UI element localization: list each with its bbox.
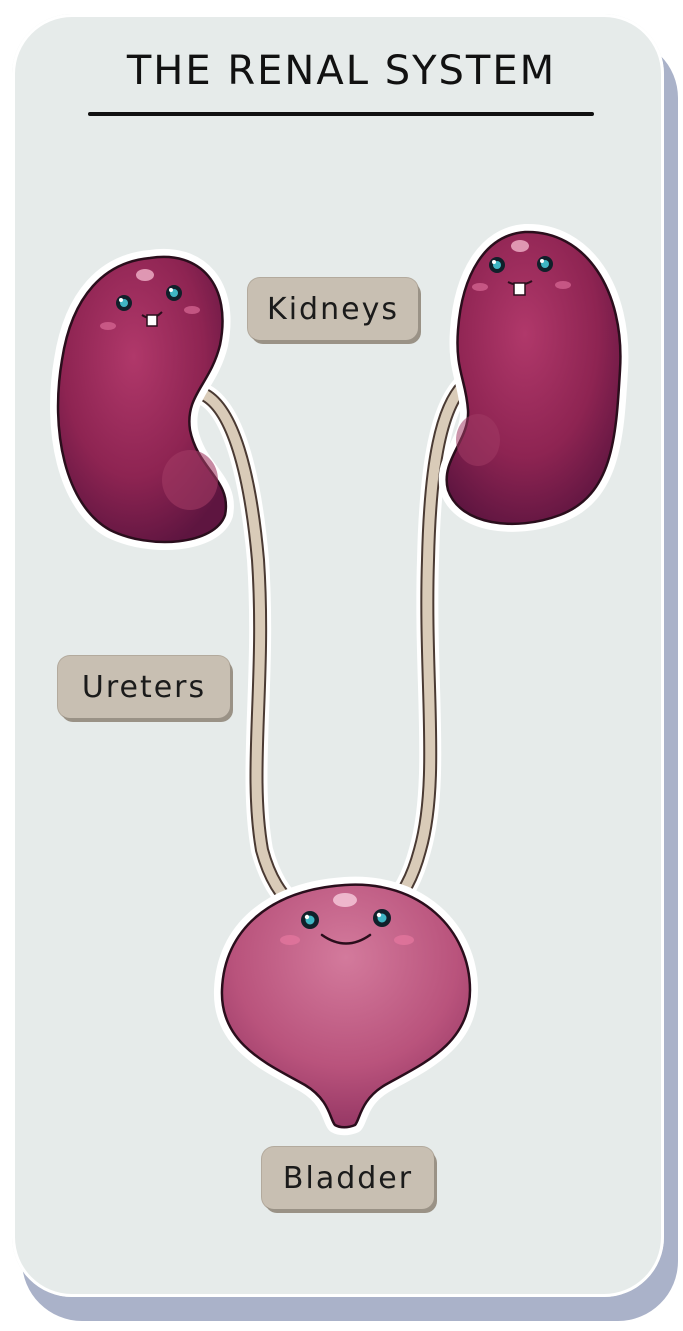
right-kidney — [447, 232, 621, 524]
bladder — [222, 885, 470, 1128]
label-ureters: Ureters — [58, 656, 230, 718]
left-kidney — [58, 257, 226, 542]
left-kidney-tooth — [147, 315, 157, 326]
label-kidneys: Kidneys — [248, 278, 418, 340]
right-kidney-tooth — [514, 283, 525, 295]
ureters — [205, 380, 470, 905]
label-bladder: Bladder — [262, 1147, 434, 1209]
